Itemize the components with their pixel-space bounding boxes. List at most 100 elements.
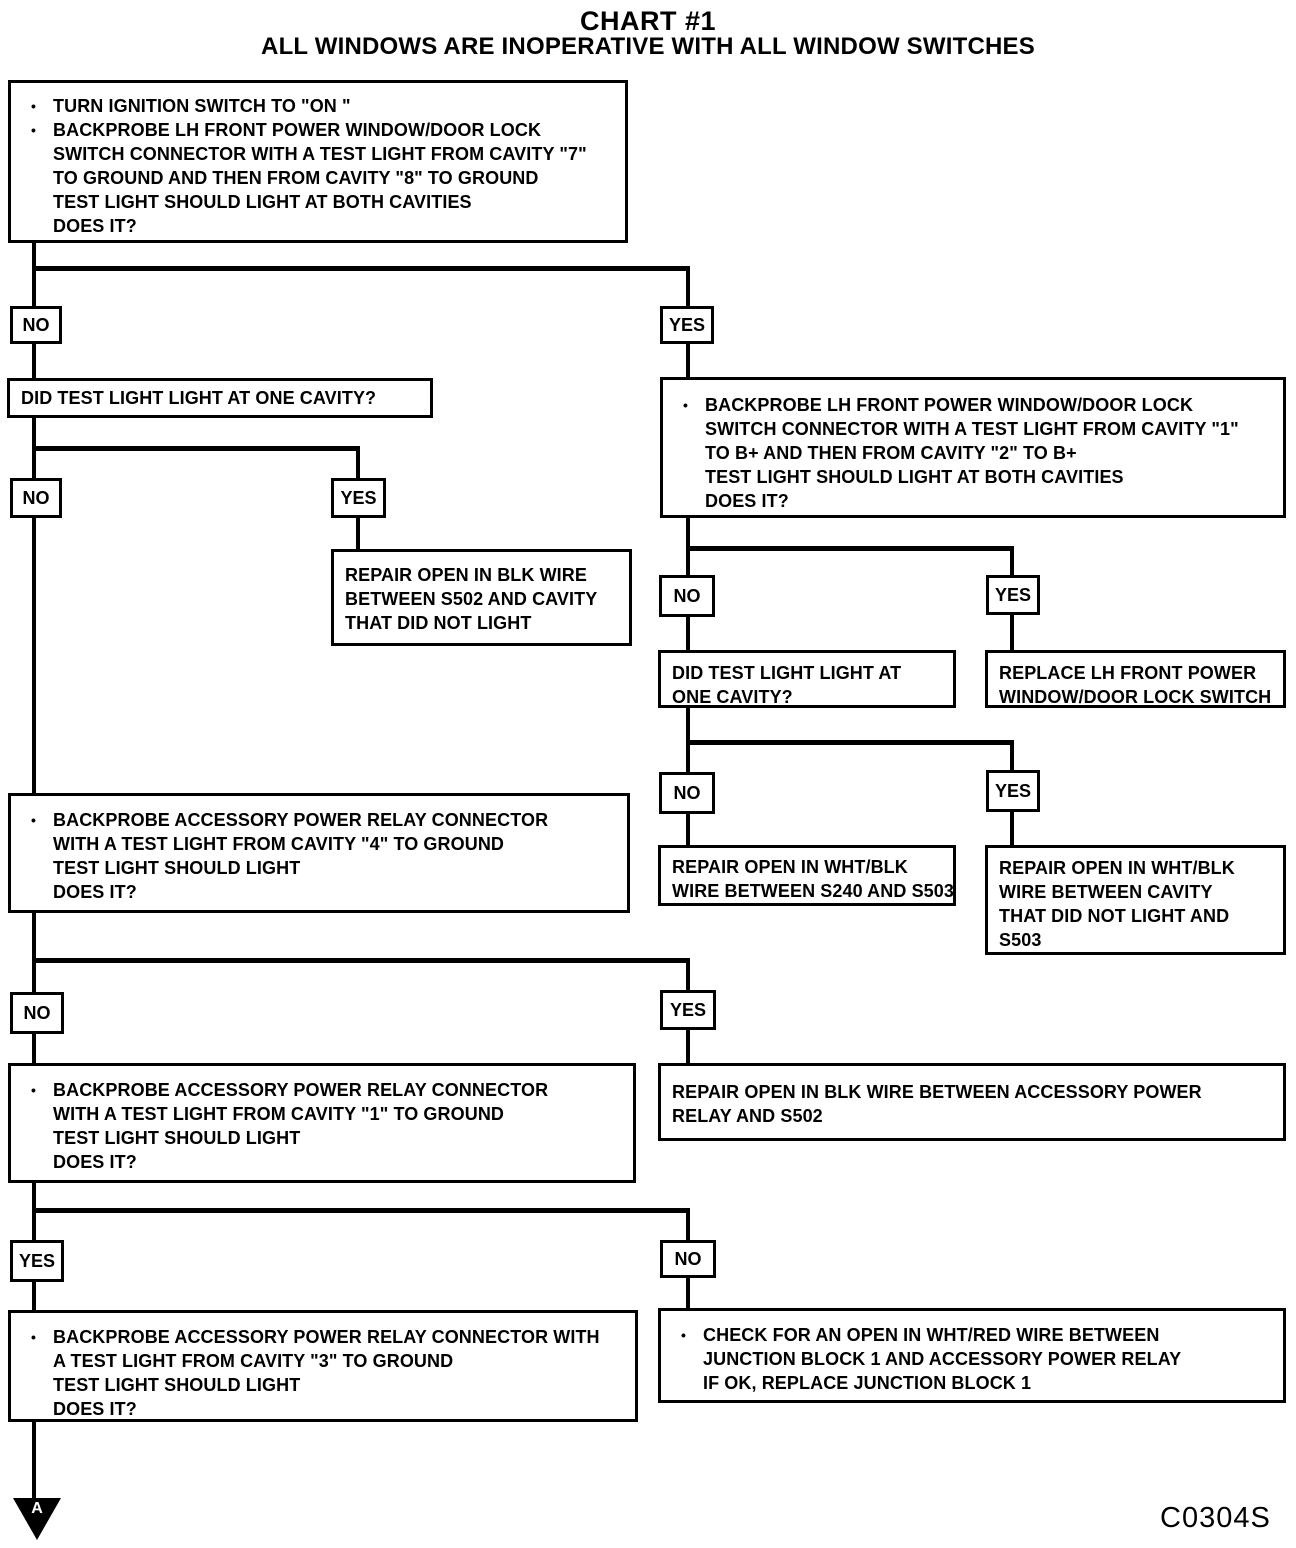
text-line: BACKPROBE ACCESSORY POWER RELAY CONNECTO… — [53, 1327, 600, 1347]
connector-line — [32, 958, 690, 963]
text-line: REPAIR OPEN IN WHT/BLK — [999, 858, 1235, 878]
text-line: WITH A TEST LIGHT FROM CAVITY "1" TO GRO… — [53, 1104, 505, 1124]
connector-line — [686, 1278, 690, 1308]
text-line: WITH A TEST LIGHT FROM CAVITY "4" TO GRO… — [53, 834, 505, 854]
connector-line — [686, 740, 1014, 745]
text-line: TO GROUND AND THEN FROM CAVITY "8" TO GR… — [53, 168, 539, 188]
text-line: BACKPROBE ACCESSORY POWER RELAY CONNECTO… — [53, 810, 549, 830]
branch-label-text: NO — [674, 1248, 702, 1269]
branch-label-no: NO — [659, 575, 715, 617]
connector-a-arrow — [13, 1498, 61, 1540]
text-line: S503 — [999, 930, 1042, 950]
connector-line — [32, 269, 36, 306]
text-line: DOES IT? — [53, 1152, 137, 1172]
connector-line — [32, 243, 36, 270]
flow-box-check-junction: • CHECK FOR AN OPEN IN WHT/RED WIRE BETWE… — [658, 1308, 1286, 1403]
branch-label-yes: YES — [986, 575, 1040, 615]
flow-box-start: •TURN IGNITION SWITCH TO "ON " •BACKPROB… — [8, 80, 628, 243]
text-line: IF OK, REPLACE JUNCTION BLOCK 1 — [703, 1373, 1032, 1393]
connector-line — [1010, 549, 1014, 575]
text-line: BACKPROBE LH FRONT POWER WINDOW/DOOR LOC… — [705, 395, 1194, 415]
bullet-icon: • — [31, 98, 37, 114]
branch-label-text: NO — [23, 1002, 51, 1023]
bullet-icon: • — [31, 122, 37, 138]
connector-line — [686, 617, 690, 650]
text-line: REPAIR OPEN IN BLK WIRE BETWEEN ACCESSOR… — [672, 1082, 1202, 1102]
branch-label-no: NO — [10, 478, 62, 518]
flow-box-repair-blk-relay: REPAIR OPEN IN BLK WIRE BETWEEN ACCESSOR… — [658, 1063, 1286, 1141]
text-line: SWITCH CONNECTOR WITH A TEST LIGHT FROM … — [53, 144, 587, 164]
text-line: REPAIR OPEN IN WHT/BLK — [672, 857, 908, 877]
branch-label-text: NO — [673, 782, 701, 803]
bullet-icon: • — [31, 1329, 37, 1345]
text-line: TEST LIGHT SHOULD LIGHT — [53, 1375, 301, 1395]
text-line: ONE CAVITY? — [672, 687, 793, 707]
connector-line — [686, 961, 690, 990]
connector-line — [32, 418, 36, 448]
connector-line — [686, 344, 690, 377]
branch-label-text: YES — [668, 314, 706, 335]
flow-box-probe-relay-cavity1: • BACKPROBE ACCESSORY POWER RELAY CONNECT… — [8, 1063, 636, 1183]
connector-line — [32, 446, 360, 451]
flow-box-probe-switch-bplus: • BACKPROBE LH FRONT POWER WINDOW/DOOR LO… — [660, 377, 1286, 518]
connector-line — [32, 961, 36, 992]
text-line: TEST LIGHT SHOULD LIGHT — [53, 1128, 301, 1148]
connector-line — [32, 1422, 36, 1502]
text-line: REPAIR OPEN IN BLK WIRE — [345, 565, 587, 585]
chart-subtitle: ALL WINDOWS ARE INOPERATIVE WITH ALL WIN… — [261, 33, 1035, 60]
text-line: BETWEEN S502 AND CAVITY — [345, 589, 598, 609]
text-line: TO B+ AND THEN FROM CAVITY "2" TO B+ — [705, 443, 1077, 463]
connector-line — [686, 1030, 690, 1063]
connector-line — [686, 546, 1014, 551]
branch-label-text: NO — [22, 487, 50, 508]
bullet-icon: • — [31, 812, 37, 828]
text-line: CHECK FOR AN OPEN IN WHT/RED WIRE BETWEE… — [703, 1325, 1160, 1345]
text-line: DOES IT? — [53, 1399, 137, 1419]
bullet-icon: • — [683, 397, 689, 413]
branch-label-yes: YES — [10, 1240, 64, 1282]
flow-box-one-cavity-right: DID TEST LIGHT LIGHT AT ONE CAVITY? — [658, 650, 956, 708]
branch-label-text: NO — [673, 585, 701, 606]
connector-line — [1010, 812, 1014, 845]
text-line: DOES IT? — [53, 216, 137, 236]
flow-box-probe-relay-cavity4: • BACKPROBE ACCESSORY POWER RELAY CONNECT… — [8, 793, 630, 913]
text-line: BACKPROBE ACCESSORY POWER RELAY CONNECTO… — [53, 1080, 549, 1100]
flow-box-probe-relay-cavity3: • BACKPROBE ACCESSORY POWER RELAY CONNECT… — [8, 1310, 638, 1422]
flow-box-repair-whtblk-s240: REPAIR OPEN IN WHT/BLK WIRE BETWEEN S240… — [658, 845, 956, 906]
branch-label-no: NO — [659, 772, 715, 814]
connector-line — [32, 1282, 36, 1310]
connector-line — [686, 708, 690, 742]
branch-label-yes: YES — [331, 478, 386, 518]
text-line: TEST LIGHT SHOULD LIGHT — [53, 858, 301, 878]
branch-label-no: NO — [10, 306, 62, 344]
text-line: JUNCTION BLOCK 1 AND ACCESSORY POWER REL… — [703, 1349, 1182, 1369]
connector-line — [32, 1208, 690, 1213]
branch-label-text: YES — [994, 584, 1032, 605]
text-line: DOES IT? — [53, 882, 137, 902]
connector-line — [32, 1183, 36, 1210]
text-line: A TEST LIGHT FROM CAVITY "3" TO GROUND — [53, 1351, 454, 1371]
branch-label-yes: YES — [986, 770, 1040, 812]
flow-box-one-cavity-left: DID TEST LIGHT LIGHT AT ONE CAVITY? — [7, 378, 433, 418]
connector-line — [32, 518, 36, 793]
text-line: WIRE BETWEEN CAVITY — [999, 882, 1213, 902]
connector-line — [356, 449, 360, 478]
connector-line — [32, 1211, 36, 1240]
connector-line — [686, 814, 690, 845]
connector-line — [32, 1034, 36, 1063]
connector-line — [32, 344, 36, 378]
bullet-icon: • — [681, 1327, 687, 1343]
text-line: DOES IT? — [705, 491, 789, 511]
text-line: WINDOW/DOOR LOCK SWITCH — [999, 687, 1272, 707]
text-line: THAT DID NOT LIGHT AND — [999, 906, 1230, 926]
connector-line — [686, 549, 690, 575]
branch-label-text: YES — [669, 999, 707, 1020]
text-line: BACKPROBE LH FRONT POWER WINDOW/DOOR LOC… — [53, 120, 542, 140]
branch-label-text: NO — [22, 314, 50, 335]
text-line: WIRE BETWEEN S240 AND S503 — [672, 881, 955, 901]
text-line: DID TEST LIGHT LIGHT AT — [672, 663, 902, 683]
flow-box-replace-switch: REPLACE LH FRONT POWER WINDOW/DOOR LOCK … — [985, 650, 1286, 708]
connector-a-label: A — [31, 1500, 43, 1517]
bullet-icon: • — [31, 1082, 37, 1098]
